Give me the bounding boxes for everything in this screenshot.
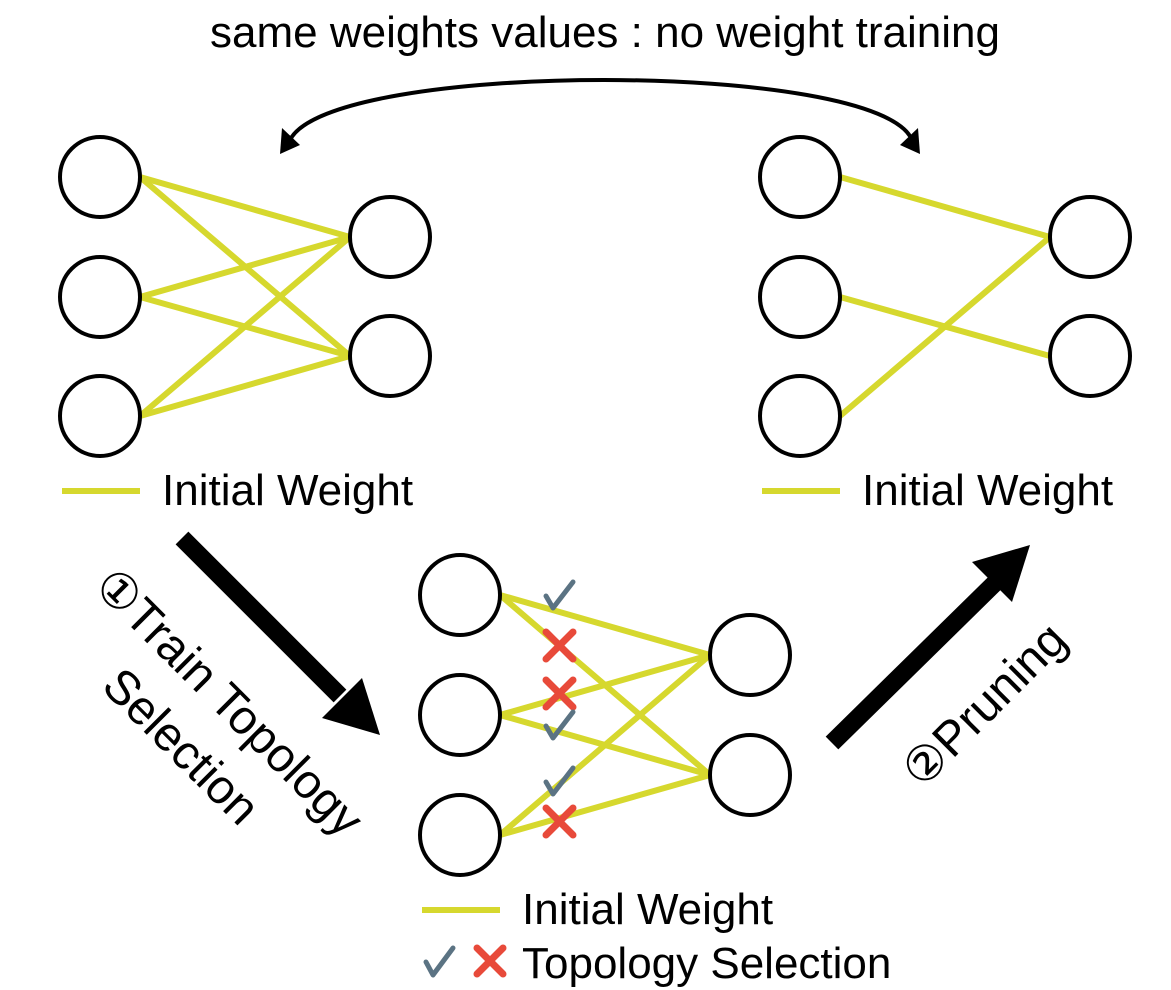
edge: [837, 174, 1053, 240]
diagram-title: same weights values : no weight training: [210, 8, 1000, 57]
output-node: [1048, 195, 1132, 279]
edge: [137, 234, 353, 419]
edge: [497, 652, 713, 838]
cross-icon: [473, 944, 507, 978]
input-node: [418, 553, 502, 637]
pruned-network-edges: [837, 174, 1053, 419]
train-topology-arrow: [175, 531, 380, 735]
output-node: [348, 195, 432, 279]
edge: [497, 652, 713, 718]
legend-selection-network: Initial Weight Topology Selection: [422, 885, 891, 988]
legend-label: Initial Weight: [162, 466, 413, 515]
cross-icon: [542, 628, 577, 663]
pruned-network: [758, 135, 1132, 458]
edge: [837, 234, 1053, 419]
shared-weights-arrow: [280, 78, 920, 154]
legend-pruned-network: Initial Weight: [762, 466, 1113, 515]
input-node: [758, 255, 842, 339]
initial-network-edges: [137, 174, 353, 419]
output-node: [708, 613, 792, 697]
edge: [137, 234, 353, 300]
selection-network-edges: [497, 592, 713, 838]
check-icon: [543, 765, 576, 797]
output-node: [348, 314, 432, 398]
input-node: [58, 255, 142, 339]
input-node: [758, 374, 842, 458]
initial-network: [58, 135, 432, 458]
input-node: [418, 793, 502, 877]
selection-network: [418, 553, 792, 877]
input-node: [58, 135, 142, 219]
edge: [137, 353, 353, 419]
cross-icon: [542, 804, 577, 839]
pruning-arrow: [825, 545, 1030, 750]
legend-initial-network: Initial Weight: [62, 466, 413, 515]
output-node: [1048, 314, 1132, 398]
cross-icon: [542, 676, 577, 711]
check-icon: [543, 709, 576, 741]
input-node: [58, 374, 142, 458]
check-icon: [423, 945, 456, 978]
legend-label: Initial Weight: [862, 466, 1113, 515]
check-icon: [543, 579, 576, 611]
edge: [497, 772, 713, 838]
input-node: [418, 673, 502, 757]
edge: [137, 174, 353, 240]
step2-label: ②Pruning: [892, 613, 1077, 798]
input-node: [758, 135, 842, 219]
legend-label: Topology Selection: [522, 939, 891, 988]
output-node: [708, 733, 792, 817]
edge: [497, 592, 713, 658]
legend-label: Initial Weight: [522, 885, 773, 934]
